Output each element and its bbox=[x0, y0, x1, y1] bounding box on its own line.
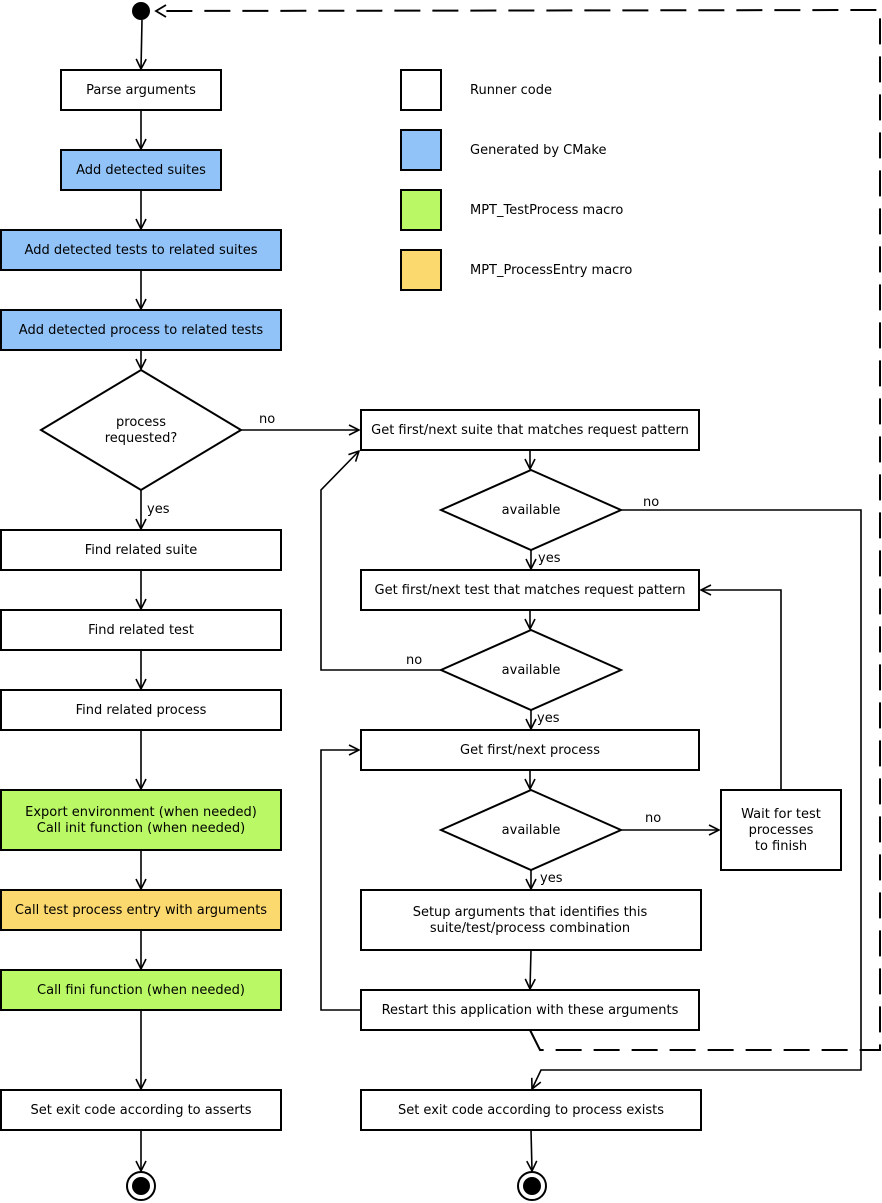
setup-arguments-box: Setup arguments that identifies this sui… bbox=[360, 889, 702, 951]
legend-swatch-testprocess bbox=[400, 189, 442, 231]
restart-application-label: Restart this application with these argu… bbox=[382, 1003, 679, 1018]
next-suite-label: Get first/next suite that matches reques… bbox=[371, 423, 689, 438]
edge-restart-to-next-process bbox=[320, 750, 361, 1011]
add-detected-tests-label: Add detected tests to related suites bbox=[25, 243, 258, 258]
wait-label-line2: processes bbox=[749, 823, 814, 838]
process-requested-label-line2: requested? bbox=[105, 431, 178, 446]
edge-exit-to-end-right bbox=[531, 1129, 532, 1171]
export-environment-box: Export environment (when needed) Call in… bbox=[0, 789, 282, 851]
legend-label-processentry: MPT_ProcessEntry macro bbox=[470, 263, 632, 278]
edge-label-no-suite: no bbox=[643, 495, 659, 510]
add-detected-tests-box: Add detected tests to related suites bbox=[0, 229, 282, 271]
edge-label-yes-process: yes bbox=[540, 871, 563, 886]
call-test-process-entry-box: Call test process entry with arguments bbox=[0, 889, 282, 931]
setup-arguments-label-line1: Setup arguments that identifies this bbox=[413, 905, 648, 920]
edge-start-to-parse bbox=[141, 19, 142, 69]
wait-label-line1: Wait for test bbox=[741, 807, 821, 822]
legend: Runner code Generated by CMake MPT_TestP… bbox=[400, 69, 632, 291]
exit-code-asserts-box: Set exit code according to asserts bbox=[0, 1089, 282, 1131]
setup-arguments-label-line2: suite/test/process combination bbox=[430, 921, 630, 936]
find-related-process-box: Find related process bbox=[0, 689, 282, 731]
edge-label-no-left: no bbox=[259, 412, 275, 427]
next-process-box: Get first/next process bbox=[360, 729, 700, 771]
edge-suite-available-no bbox=[532, 509, 862, 1089]
next-process-label: Get first/next process bbox=[460, 743, 600, 758]
legend-label-testprocess: MPT_TestProcess macro bbox=[470, 203, 623, 218]
end-node-right bbox=[517, 1171, 547, 1201]
process-available-label: available bbox=[502, 823, 561, 838]
start-node bbox=[132, 2, 150, 20]
parse-arguments-label: Parse arguments bbox=[86, 83, 196, 98]
edge-restart-loop-dashed bbox=[155, 8, 881, 1051]
next-suite-box: Get first/next suite that matches reques… bbox=[360, 409, 700, 451]
find-related-process-label: Find related process bbox=[76, 703, 207, 718]
add-detected-suites-box: Add detected suites bbox=[60, 149, 222, 191]
find-related-test-label: Find related test bbox=[88, 623, 194, 638]
add-detected-process-box: Add detected process to related tests bbox=[0, 309, 282, 351]
call-test-process-entry-label: Call test process entry with arguments bbox=[15, 903, 267, 918]
call-init-label: Call init function (when needed) bbox=[37, 821, 245, 836]
edge-label-yes-left: yes bbox=[147, 502, 170, 517]
test-available-label: available bbox=[502, 663, 561, 678]
edge-label-yes-suite: yes bbox=[538, 551, 561, 566]
legend-label-runner: Runner code bbox=[470, 83, 552, 98]
find-related-suite-box: Find related suite bbox=[0, 529, 282, 571]
add-detected-process-label: Add detected process to related tests bbox=[19, 323, 264, 338]
find-related-test-box: Find related test bbox=[0, 609, 282, 651]
parse-arguments-box: Parse arguments bbox=[60, 69, 222, 111]
exit-code-asserts-label: Set exit code according to asserts bbox=[31, 1103, 252, 1118]
add-detected-suites-label: Add detected suites bbox=[76, 163, 206, 178]
exit-code-process-box: Set exit code according to process exist… bbox=[360, 1089, 702, 1131]
edge-test-available-no bbox=[320, 451, 441, 671]
edge-label-no-process: no bbox=[645, 811, 661, 826]
dashed-loop-arrowhead bbox=[154, 4, 167, 18]
process-available-decision: available bbox=[438, 788, 624, 872]
next-test-label: Get first/next test that matches request… bbox=[375, 583, 686, 598]
legend-swatch-cmake bbox=[400, 129, 442, 171]
legend-label-cmake: Generated by CMake bbox=[470, 143, 607, 158]
process-requested-label-line1: process bbox=[116, 415, 166, 430]
wait-for-processes-box: Wait for test processes to finish bbox=[720, 789, 842, 871]
end-node-left bbox=[126, 1171, 156, 1201]
legend-swatch-runner bbox=[400, 69, 442, 111]
edge-setup-to-restart bbox=[530, 949, 531, 989]
edge-label-yes-test: yes bbox=[537, 711, 560, 726]
edge-wait-to-next-test bbox=[701, 590, 782, 790]
find-related-suite-label: Find related suite bbox=[85, 543, 198, 558]
wait-label-line3: to finish bbox=[755, 839, 807, 854]
suite-available-decision: available bbox=[438, 468, 624, 552]
restart-application-box: Restart this application with these argu… bbox=[360, 989, 700, 1031]
test-available-decision: available bbox=[438, 628, 624, 712]
next-test-box: Get first/next test that matches request… bbox=[360, 569, 700, 611]
call-fini-function-box: Call fini function (when needed) bbox=[0, 969, 282, 1011]
edge-label-no-test: no bbox=[406, 653, 422, 668]
export-environment-label: Export environment (when needed) bbox=[25, 805, 257, 820]
call-fini-function-label: Call fini function (when needed) bbox=[37, 983, 245, 998]
suite-available-label: available bbox=[502, 503, 561, 518]
legend-swatch-processentry bbox=[400, 249, 442, 291]
process-requested-decision: process requested? bbox=[39, 368, 243, 492]
exit-code-process-label: Set exit code according to process exist… bbox=[398, 1103, 664, 1118]
